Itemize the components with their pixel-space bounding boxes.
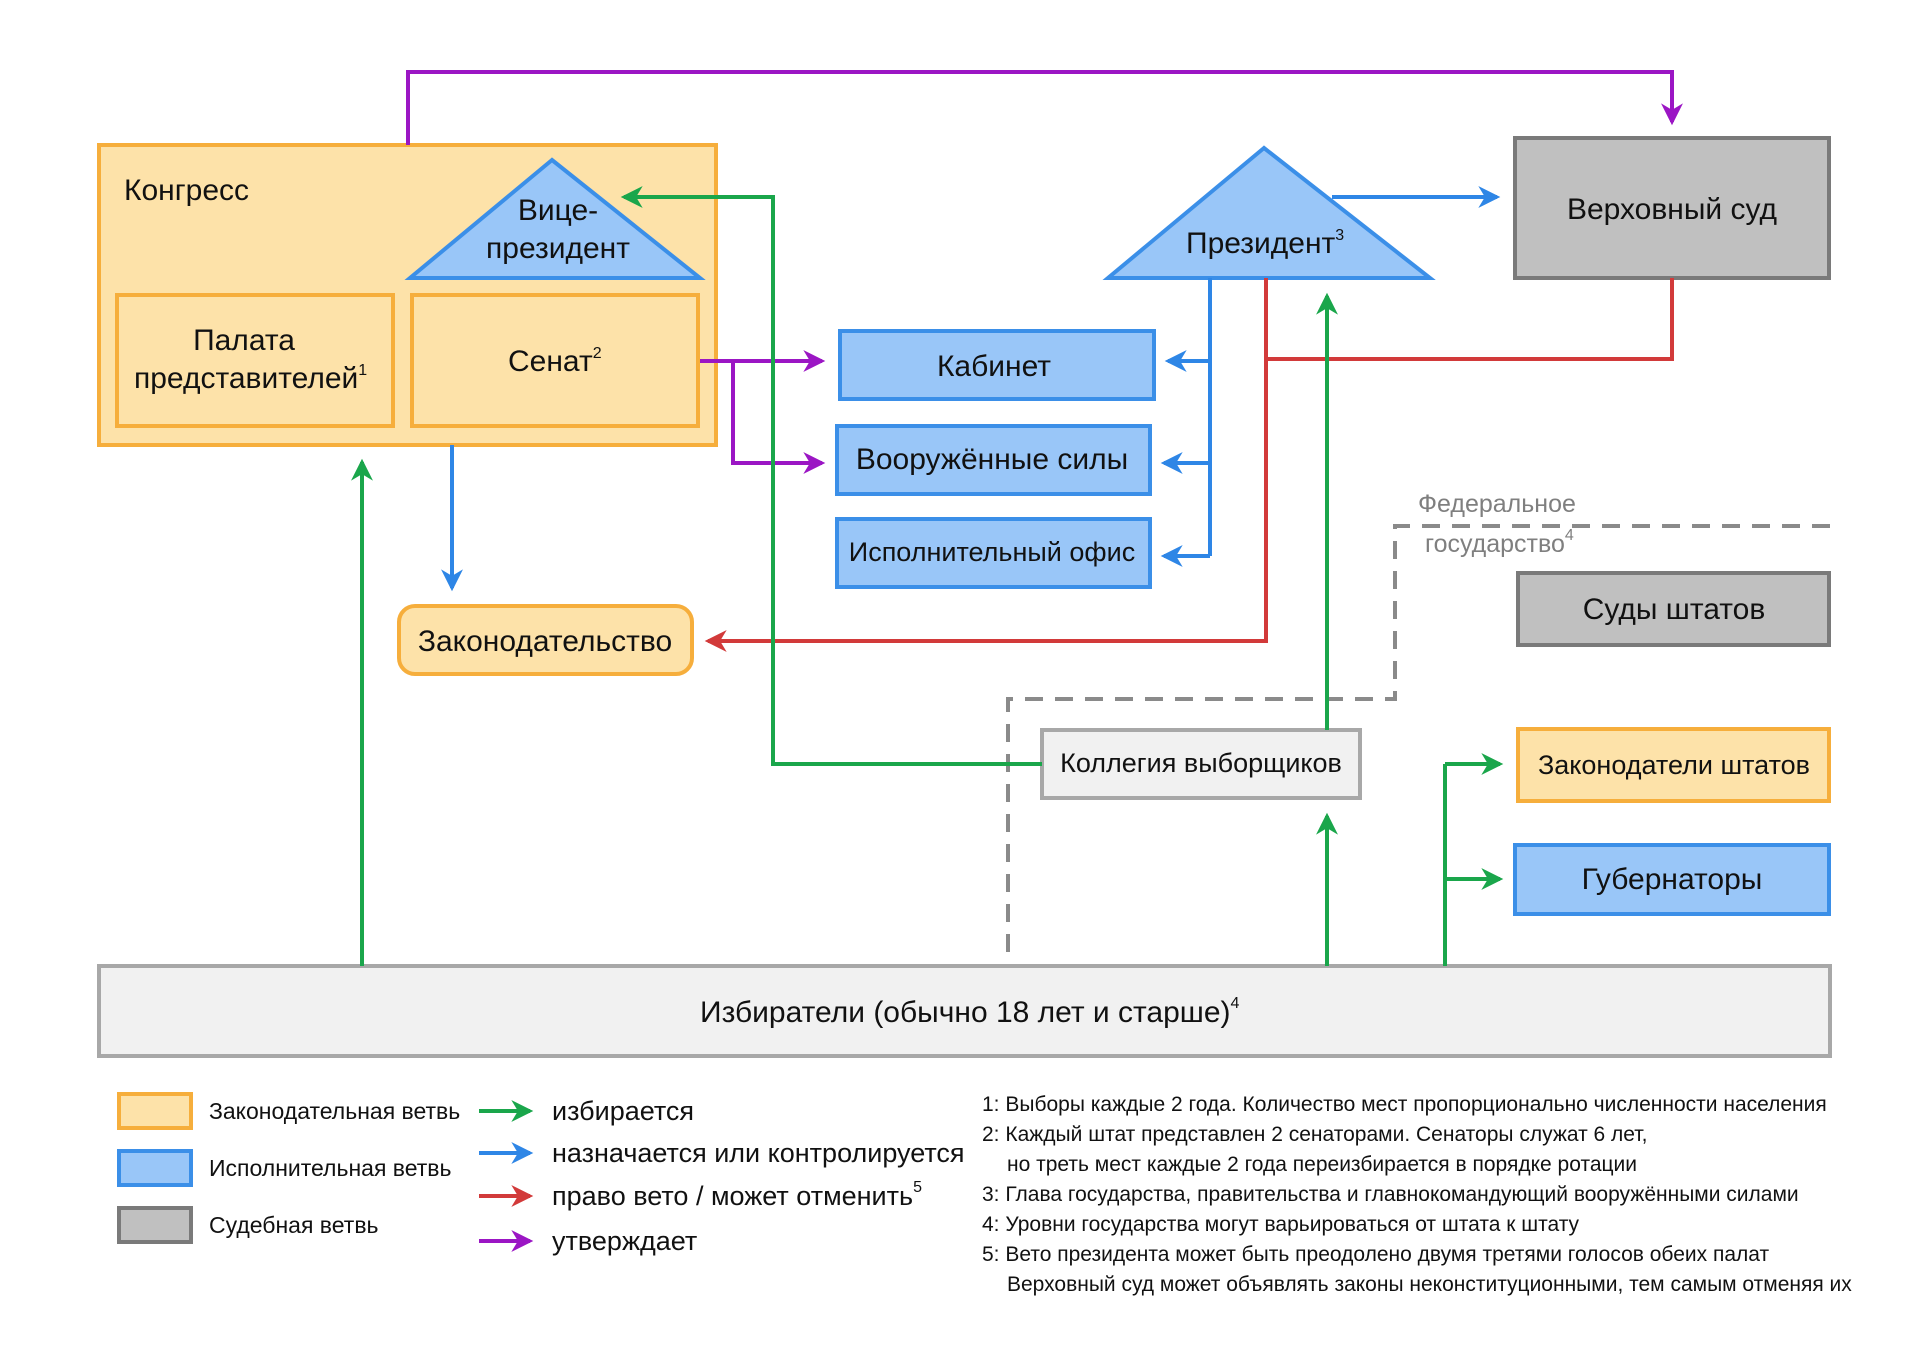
footnote: но треть мест каждые 2 года переизбирает… — [1007, 1153, 1637, 1176]
footnote: 5: Вето президента может быть преодолено… — [982, 1243, 1769, 1266]
executive-office-label: Исполнительный офис — [849, 537, 1135, 567]
state-courts-box — [1516, 571, 1831, 647]
legislation-box — [397, 604, 694, 676]
footnote: 2: Каждый штат представлен 2 сенаторами.… — [982, 1123, 1647, 1146]
federal-state-label: государство4 — [1425, 527, 1574, 558]
congress-label: Конгресс — [124, 174, 249, 207]
vice-president-label: Вице- — [518, 194, 598, 227]
arrow-elects-electoral-vice-president — [620, 186, 1042, 766]
footnote: 3: Глава государства, правительства и гл… — [982, 1183, 1799, 1206]
legend-executive-label: Исполнительная ветвь — [209, 1155, 452, 1181]
armed-forces-box — [835, 424, 1152, 496]
executive-office-box — [835, 517, 1152, 589]
house-label: представителей1 — [134, 362, 367, 395]
senate-box — [410, 293, 700, 428]
governors-box — [1513, 843, 1831, 916]
legend-elects-label: избирается — [552, 1096, 694, 1126]
vice-president-triangle — [404, 157, 706, 280]
electoral-college-box — [1040, 728, 1362, 800]
footnote: 4: Уровни государства могут варьироватьс… — [982, 1213, 1580, 1236]
legend-approves-label: утверждает — [552, 1226, 697, 1256]
voters-box — [97, 964, 1832, 1058]
legend-judicial-swatch — [117, 1206, 193, 1244]
supreme-court-label: Верховный суд — [1567, 193, 1777, 226]
footnote: 1: Выборы каждые 2 года. Количество мест… — [982, 1093, 1827, 1116]
arrow-veto-supreme-court — [1266, 278, 1674, 361]
legend-legislative-label: Законодательная ветвь — [209, 1098, 460, 1124]
federal-state-label: Федеральное — [1418, 490, 1576, 518]
federal-boundary — [1006, 524, 1830, 968]
legend-legislative-swatch — [117, 1092, 193, 1130]
state-courts-label: Суды штатов — [1583, 593, 1766, 626]
house-label: Палата — [193, 324, 295, 357]
legend-appoints-label: назначается или контролируется — [552, 1138, 965, 1168]
electoral-college-label: Коллегия выборщиков — [1060, 748, 1342, 778]
arrow-approves-congress-supreme-court — [406, 70, 1683, 145]
vice-president-label: президент — [486, 232, 630, 265]
senate-label: Сенат2 — [508, 345, 602, 378]
legislation-label: Законодательство — [418, 625, 672, 658]
house-box — [115, 293, 395, 428]
state-legislators-label: Законодатели штатов — [1538, 750, 1810, 780]
president-label: Президент3 — [1186, 227, 1344, 260]
arrow-approves-senate-armed-forces — [731, 361, 826, 474]
state-legislators-box — [1516, 727, 1831, 803]
legend-veto-label: право вето / может отменить5 — [552, 1179, 922, 1211]
cabinet-label: Кабинет — [937, 350, 1051, 383]
armed-forces-label: Вооружённые силы — [856, 443, 1128, 476]
voters-label: Избиратели (обычно 18 лет и старше)4 — [700, 995, 1240, 1029]
legend-executive-swatch — [117, 1149, 193, 1187]
cabinet-box — [838, 329, 1156, 401]
governors-label: Губернаторы — [1582, 863, 1763, 896]
footnote: Верховный суд может объявлять законы нек… — [1007, 1273, 1852, 1296]
president-triangle — [1102, 145, 1436, 280]
arrow-veto-president-legislation — [704, 278, 1268, 652]
legend-judicial-label: Судебная ветвь — [209, 1212, 379, 1238]
